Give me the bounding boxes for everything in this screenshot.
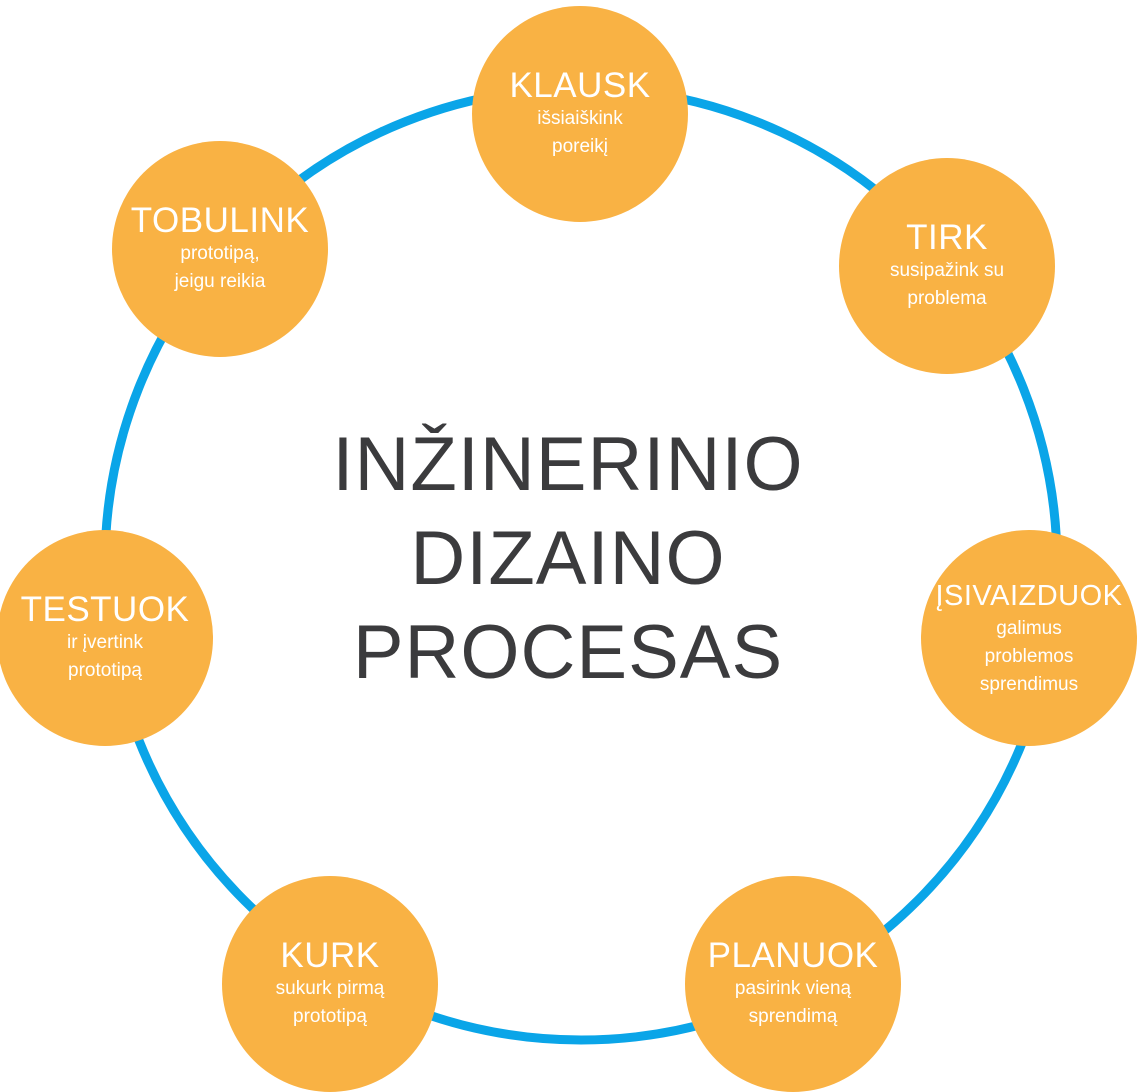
step-description-line: sprendimą [748, 1006, 838, 1027]
diagram-title-line-3: PROCESAS [352, 610, 784, 695]
step-description: galimus problemos sprendimus [939, 615, 1119, 699]
step-description-line: problemos [984, 646, 1074, 667]
step-description: pasirink vieną sprendimą [703, 975, 883, 1031]
diagram-title: INŽINERINIO DIZAINO PROCESAS [318, 418, 818, 700]
step-heading: KLAUSK [509, 66, 651, 105]
step-heading: TIRK [906, 218, 988, 257]
step-description-line: galimus [996, 618, 1062, 639]
step-description: ir įvertink prototipą [15, 629, 195, 685]
step-description-line: prototipą [293, 1006, 367, 1027]
step-node-klausk: KLAUSK išsiaiškink poreikį [472, 6, 688, 222]
step-node-tobulink: TOBULINK prototipą, jeigu reikia [112, 141, 328, 357]
step-description-line: prototipą [68, 660, 142, 681]
diagram-title-line-1: INŽINERINIO [332, 422, 804, 507]
step-node-planuok: PLANUOK pasirink vieną sprendimą [685, 876, 901, 1092]
step-description-line: poreikį [552, 136, 608, 157]
step-description-line: problema [907, 288, 987, 309]
step-heading: PLANUOK [707, 936, 879, 975]
step-description: susipažink su problema [857, 257, 1037, 313]
diagram-title-line-2: DIZAINO [410, 516, 726, 601]
step-description-line: prototipą, [180, 243, 260, 264]
step-description: prototipą, jeigu reikia [130, 240, 310, 296]
step-heading: TESTUOK [20, 590, 190, 629]
step-description-line: sprendimus [979, 674, 1079, 695]
step-description-line: ir įvertink [66, 632, 143, 653]
step-description-line: sukurk pirmą [275, 978, 385, 999]
step-description: išsiaiškink poreikį [490, 105, 670, 161]
step-heading: KURK [280, 936, 380, 975]
step-heading: ĮSIVAIZDUOK [935, 580, 1123, 612]
step-node-kurk: KURK sukurk pirmą prototipą [222, 876, 438, 1092]
step-description: sukurk pirmą prototipą [240, 975, 420, 1031]
step-description-line: susipažink su [889, 260, 1005, 281]
step-node-tirk: TIRK susipažink su problema [839, 158, 1055, 374]
step-node-testuok: TESTUOK ir įvertink prototipą [0, 530, 213, 746]
step-description-line: išsiaiškink [537, 108, 623, 129]
step-heading: TOBULINK [130, 201, 310, 240]
step-description-line: pasirink vieną [734, 978, 852, 999]
step-node-isivaizduok: ĮSIVAIZDUOK galimus problemos sprendimus [921, 530, 1137, 746]
step-description-line: jeigu reikia [174, 271, 266, 292]
